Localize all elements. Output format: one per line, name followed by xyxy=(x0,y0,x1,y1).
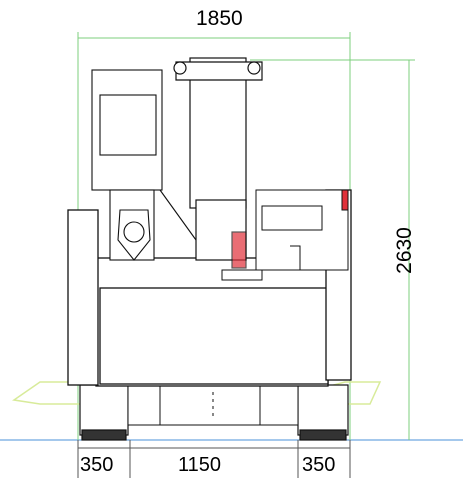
arm-structure xyxy=(91,69,197,261)
main-body xyxy=(67,189,352,387)
overall-height-dimension xyxy=(250,59,415,440)
right-track xyxy=(297,384,349,441)
right-track-width-label: 350 xyxy=(302,454,336,476)
hook-detail xyxy=(221,245,301,281)
overall-height-label: 2630 xyxy=(392,227,416,274)
track-gauge-label: 1150 xyxy=(178,454,222,476)
side-box xyxy=(255,189,349,271)
left-track xyxy=(79,384,129,441)
track-dimensions xyxy=(77,440,351,478)
overall-width-label: 1850 xyxy=(196,7,243,30)
left-track-width-label: 350 xyxy=(80,454,114,476)
boom xyxy=(173,57,263,269)
undercarriage xyxy=(127,384,299,426)
